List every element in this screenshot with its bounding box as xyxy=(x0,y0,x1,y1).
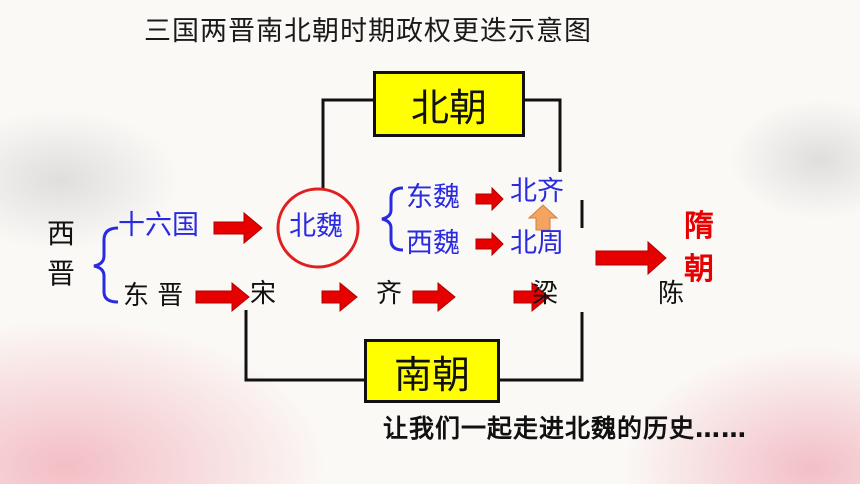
label-beiqi: 北齐 xyxy=(510,176,564,207)
arrow-xiwei-beizhou xyxy=(475,231,504,257)
label-shiliuguo: 十六国 xyxy=(118,210,199,241)
arrow-dongjin-song xyxy=(195,281,250,313)
arrow-dongwei-beiqi xyxy=(475,186,504,212)
arrow-liang xyxy=(513,281,550,313)
page-title: 三国两晋南北朝时期政权更迭示意图 xyxy=(144,16,592,47)
label-xiwei: 西魏 xyxy=(406,228,460,259)
arrow-shiliuguo-beiwei xyxy=(213,211,263,245)
beiwei-circle xyxy=(276,187,360,269)
label-dongwei: 东魏 xyxy=(406,182,460,213)
arrow-to-sui xyxy=(595,240,667,276)
sui-char-1: 隋 xyxy=(684,209,714,244)
footer-caption: 让我们一起走进北魏的历史…… xyxy=(383,414,748,443)
label-qi: 齐 xyxy=(376,279,403,309)
arrow-beizhou-beiqi xyxy=(527,204,559,231)
north-frame-line-right xyxy=(525,98,562,172)
label-dongjin: 东 晋 xyxy=(123,281,184,311)
north-dynasties-box: 北朝 xyxy=(373,71,525,137)
arrow-song-qi xyxy=(321,281,358,313)
wei-brace xyxy=(381,186,404,252)
label-beizhou: 北周 xyxy=(510,228,564,259)
north-frame-line xyxy=(321,98,373,190)
south-dynasties-label: 南朝 xyxy=(393,352,470,397)
xijin-brace xyxy=(93,226,119,304)
south-frame-line-right xyxy=(500,312,584,382)
south-dynasties-box: 南朝 xyxy=(364,339,500,403)
sui-char-2: 朝 xyxy=(684,252,714,287)
label-song: 宋 xyxy=(250,279,277,309)
label-liang: 梁 xyxy=(532,279,559,309)
xijin-char-2: 晋 xyxy=(47,257,76,290)
north-dynasties-label: 北朝 xyxy=(410,85,487,130)
south-frame-line xyxy=(244,310,364,382)
arrow-qi-liang xyxy=(412,281,456,313)
label-beiwei: 北魏 xyxy=(289,211,343,242)
xijin-char-1: 西 xyxy=(47,217,76,250)
label-chen: 陈 xyxy=(658,279,685,309)
